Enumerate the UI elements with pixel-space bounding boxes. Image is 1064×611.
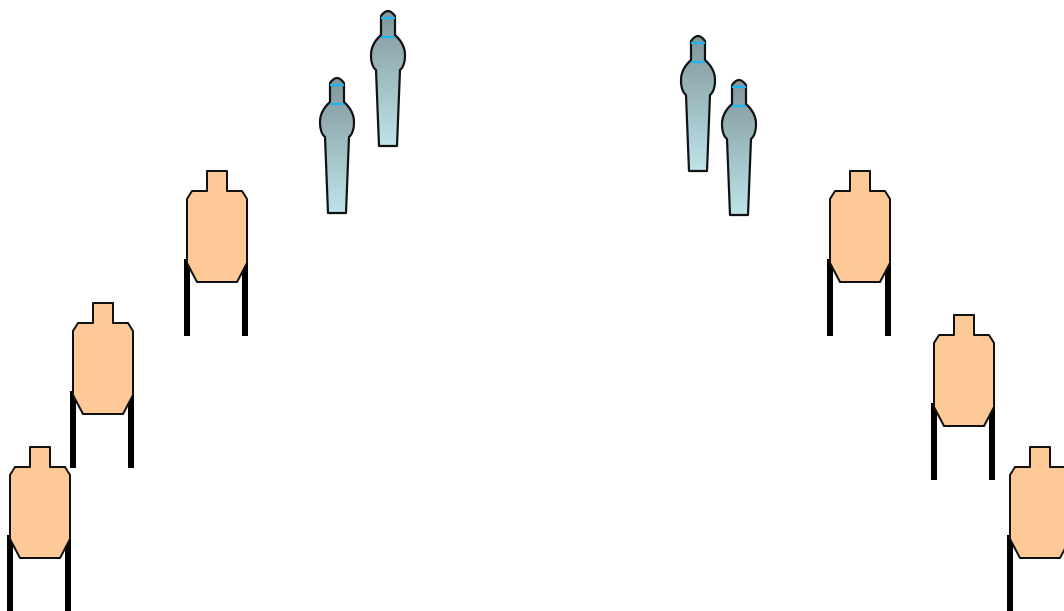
- cardboard-target-icon: [934, 315, 994, 480]
- cardboard-target-icon: [1010, 447, 1064, 611]
- steel-popper-icon: [679, 34, 717, 173]
- cardboard-target-icon: [830, 171, 890, 336]
- steel-popper-icon: [318, 76, 356, 215]
- steel-popper-icon: [720, 78, 758, 217]
- cardboard-target-icon: [10, 447, 70, 611]
- steel-popper-icon: [369, 9, 407, 148]
- cardboard-target-icon: [73, 303, 133, 468]
- cardboard-target-icon: [187, 171, 247, 336]
